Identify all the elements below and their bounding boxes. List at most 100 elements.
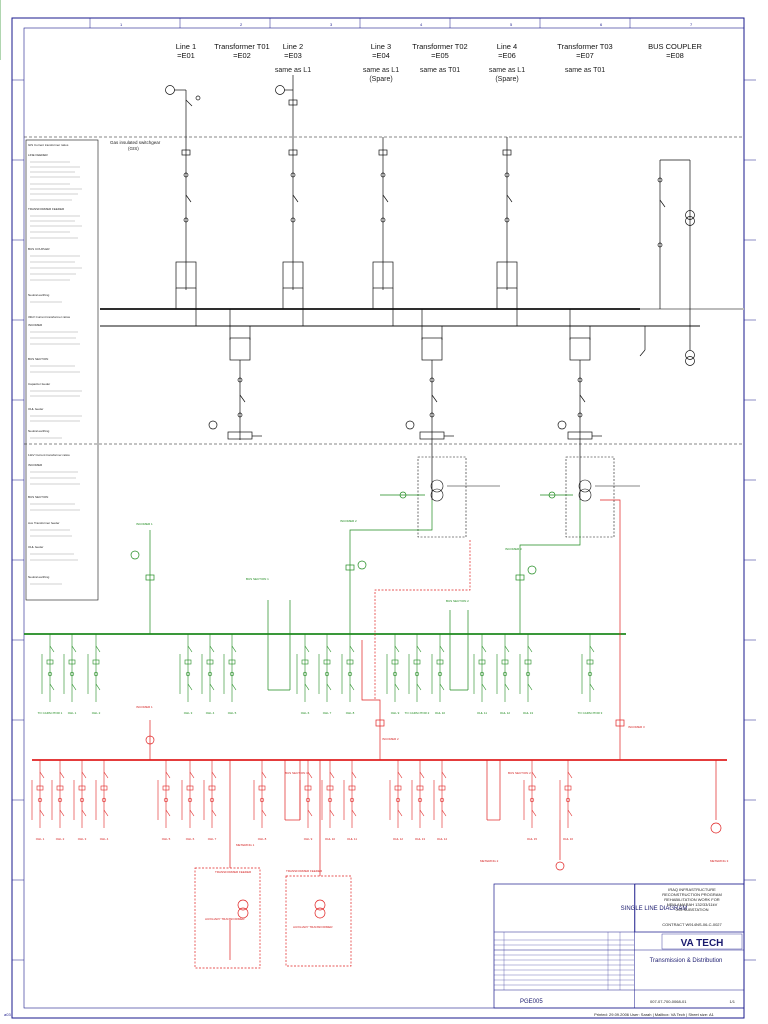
feeder-label: OHL 2 [92, 711, 101, 715]
feeder-label: OHL 12 [393, 837, 404, 841]
svg-text:2: 2 [240, 22, 243, 27]
mv-33kv-section [0, 0, 626, 691]
feeder-label: OHL 9 [391, 711, 400, 715]
feeder-bay [223, 634, 237, 702]
feeder-bay [431, 634, 445, 702]
feeder-label: OHL 7 [208, 837, 217, 841]
feeder-code: =E01 [177, 51, 195, 60]
feeder-code: =E02 [233, 51, 251, 60]
print-footer: Printed: 29.09.2006 User: Sarah | Mailbo… [594, 1012, 715, 1017]
drawing-title: SINGLE LINE DIAGRAM [621, 906, 688, 912]
feeder-code: =E07 [576, 51, 594, 60]
feeder-name: Transformer T01 [214, 42, 269, 51]
feeders-11kv [31, 760, 573, 828]
feeder-label: OHL 9 [304, 837, 313, 841]
feeder-code: =E06 [498, 51, 516, 60]
feeder-label: OHL 7 [323, 711, 332, 715]
svg-text:CONTRACT W914NS-06-C-0027: CONTRACT W914NS-06-C-0027 [662, 922, 722, 927]
feeder-label: OHL 10 [325, 837, 336, 841]
metering-label: METERING 1 [236, 843, 255, 847]
feeder-bay [341, 634, 355, 702]
svg-text:GIS Current transformer ratios: GIS Current transformer ratios [28, 143, 69, 147]
svg-text:Neutral earthing: Neutral earthing [28, 429, 50, 433]
feeder-bay [343, 760, 357, 828]
feeder-label: OHL 14 [437, 837, 448, 841]
svg-text:TRANSFORMER FEEDER: TRANSFORMER FEEDER [28, 207, 65, 211]
incomer-label: INCOMER 3 [628, 725, 645, 729]
svg-text:OHL feeder: OHL feeder [28, 407, 43, 411]
svg-text:Neutral earthing: Neutral earthing [28, 575, 50, 579]
feeder-bay [157, 760, 171, 828]
feeder-label: OHL 8 [346, 711, 355, 715]
incomer-label: INCOMER 2 [340, 519, 357, 523]
feeder-bay [253, 760, 267, 828]
aux-tx-label: AUXILIARY TRANSFORMER [293, 925, 333, 929]
svg-text:IRAQ INFRASTRUCTURE: IRAQ INFRASTRUCTURE [668, 887, 716, 892]
feeder-note: same as L1 [489, 67, 525, 74]
svg-text:REHABILITATION WORK FOR: REHABILITATION WORK FOR [664, 897, 720, 902]
feeder-note: (Spare) [495, 76, 518, 83]
feeder-bay [87, 634, 101, 702]
aux-tx-label: AUXILIARY TRANSFORMER [205, 917, 245, 921]
feeder-name: Transformer T02 [412, 42, 467, 51]
feeder-label: OHL 6 [186, 837, 195, 841]
feeder-label: OHL 4 [100, 837, 109, 841]
bus-section-label: BUS SECTION 2 [508, 771, 531, 775]
aux-feeder-label: TRANSFORMER FEEDER [286, 869, 323, 873]
bus-section-label: BUS SECTION 2 [446, 599, 469, 603]
feeder-label: OHL 15 [527, 837, 538, 841]
svg-text:Neutral earthing: Neutral earthing [28, 293, 50, 297]
feeder-headers: Line 1 =E01 Transformer T01 =E02 Line 2 … [176, 42, 703, 83]
feeder-label: OHL 1 [36, 837, 45, 841]
feeder-bay [95, 760, 109, 828]
feeder-name: Line 1 [176, 42, 196, 51]
company-logo: VA TECH [681, 938, 724, 949]
feeder-label: OHL 5 [228, 711, 237, 715]
incomer-label: INCOMER 1 [136, 705, 153, 709]
sheet-number: 1/1 [729, 999, 735, 1004]
svg-text:BUS SECTION: BUS SECTION [28, 495, 48, 499]
section-labels: INCOMER 1 INCOMER 2 INCOMER 3 BUS SECTIO… [136, 519, 729, 929]
feeder-bay [203, 760, 217, 828]
bus-section-label: BUS SECTION 1 [246, 577, 269, 581]
feeder-bay [386, 634, 400, 702]
feeder-code: =E03 [284, 51, 302, 60]
feeder-name: BUS COUPLER [648, 42, 702, 51]
feeder-bay [496, 634, 510, 702]
svg-text:4: 4 [420, 22, 423, 27]
svg-text:7: 7 [690, 22, 693, 27]
feeder-bay [408, 634, 422, 702]
svg-text:6: 6 [600, 22, 603, 27]
feeder-note: same as L1 [275, 67, 311, 74]
feeder-label: OHL 10 [435, 711, 446, 715]
corner-mark: a03 [4, 1012, 11, 1017]
feeder-label: OHL 4 [206, 711, 215, 715]
feeder-bay [31, 760, 45, 828]
feeder-code: =E04 [372, 51, 390, 60]
feeder-bay [318, 634, 332, 702]
aux-feeder-label: TRANSFORMER FEEDER [215, 870, 252, 874]
feeder-label: OHL 2 [56, 837, 65, 841]
feeder-label: OHL 13 [415, 837, 426, 841]
feeder-label: OHL 12 [500, 711, 511, 715]
feeder-name: Line 2 [283, 42, 303, 51]
feeder-bay [73, 760, 87, 828]
feeder-label: TO CAPACITOR 3 [578, 711, 603, 715]
mv-11kv-section [32, 499, 727, 969]
feeder-bay [389, 760, 403, 828]
feeder-note: same as T01 [420, 67, 460, 74]
feeder-bay [433, 760, 447, 828]
incomer-label: INCOMER 2 [382, 737, 399, 741]
metering-label: METERING 2 [480, 859, 499, 863]
feeder-bay [201, 634, 215, 702]
feeder-name: Line 3 [371, 42, 391, 51]
feeder-code: =E05 [431, 51, 449, 60]
svg-text:11kV Current transformer ratio: 11kV Current transformer ratios [28, 453, 70, 457]
svg-text:1: 1 [120, 22, 123, 27]
feeder-note: same as T01 [565, 67, 605, 74]
ct-ratio-legend: GIS Current transformer ratios LINE FEED… [25, 139, 99, 601]
svg-text:RECONSTRUCTION PROGRAM: RECONSTRUCTION PROGRAM [662, 892, 722, 897]
